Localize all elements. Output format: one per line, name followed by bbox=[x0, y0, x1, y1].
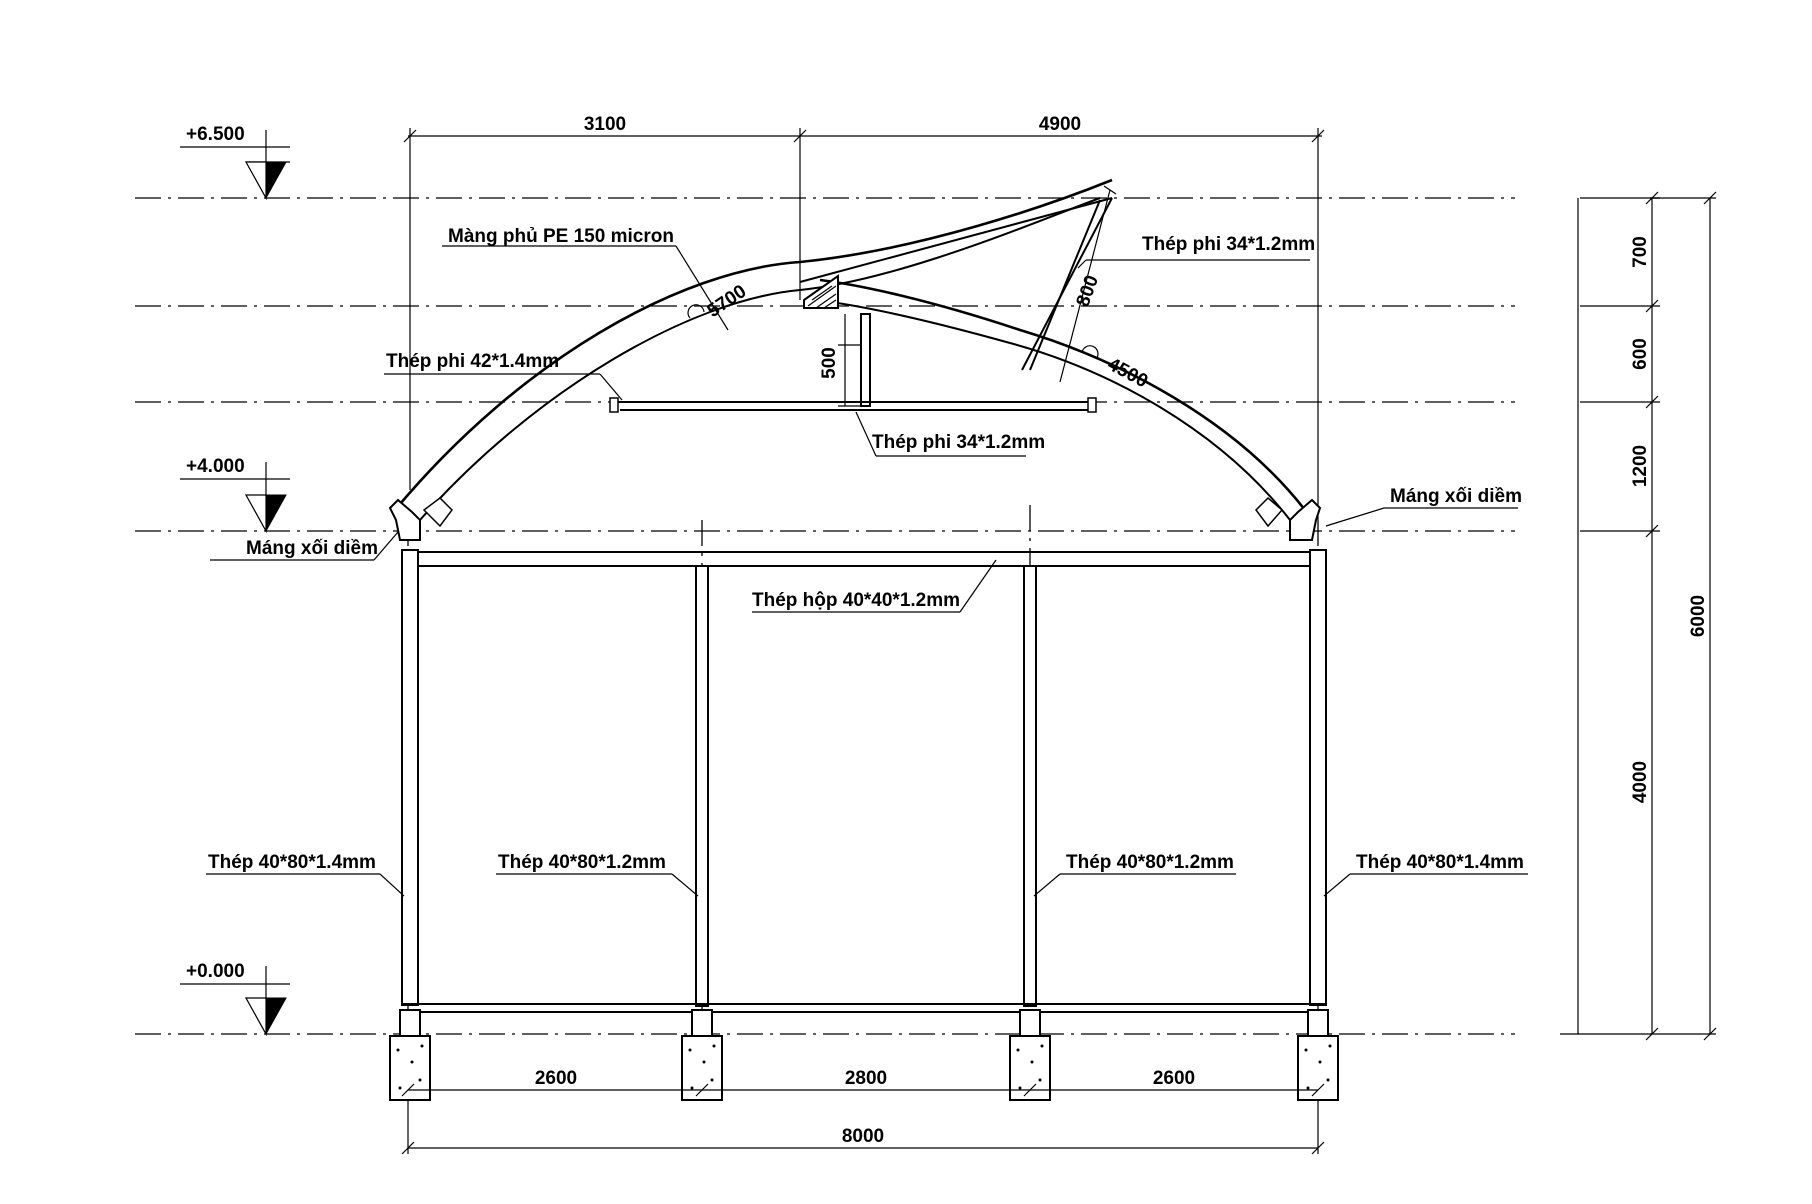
callout-tie-pipe: Thép phi 34*1.2mm bbox=[855, 411, 1045, 457]
dim-right-1200: 1200 bbox=[1630, 445, 1651, 487]
dim-strut-800: 800 bbox=[1073, 273, 1104, 310]
level-top-label: +6.500 bbox=[186, 124, 245, 145]
callout-rafter-pipe: Thép phi 42*1.4mm bbox=[384, 351, 623, 401]
arch-outer-right bbox=[819, 278, 1307, 511]
strut-dim-line bbox=[1059, 189, 1111, 383]
dim-top-3100: 3100 bbox=[584, 114, 626, 135]
label-strut-pipe: Thép phi 34*1.2mm bbox=[1142, 234, 1315, 255]
arch-inner-rafter bbox=[419, 197, 1101, 521]
label-rafter-pipe: Thép phi 42*1.4mm bbox=[386, 351, 559, 372]
dim-right-6000: 6000 bbox=[1688, 595, 1709, 637]
label-col-outer-right: Thép 40*80*1.4mm bbox=[1356, 852, 1524, 873]
dim-right-600: 600 bbox=[1630, 338, 1651, 370]
callout-gutter-right: Máng xối diềm bbox=[1325, 486, 1522, 527]
callout-col-inner-right: Thép 40*80*1.2mm bbox=[1033, 852, 1236, 897]
footing-2 bbox=[681, 1009, 723, 1101]
label-tie-pipe: Thép phi 34*1.2mm bbox=[872, 432, 1045, 453]
strut-pipe-right-b bbox=[1029, 199, 1101, 371]
label-col-inner-right: Thép 40*80*1.2mm bbox=[1066, 852, 1234, 873]
callout-col-inner-left: Thép 40*80*1.2mm bbox=[496, 852, 699, 897]
dim-total-8000: 8000 bbox=[842, 1126, 884, 1147]
top-dimension-chain: 3100 4900 bbox=[403, 114, 1325, 520]
label-gutter-left: Máng xối diềm bbox=[246, 538, 378, 559]
gutter-right bbox=[1255, 496, 1322, 541]
callout-col-outer-left: Thép 40*80*1.4mm bbox=[206, 852, 405, 897]
footing-3 bbox=[1009, 1009, 1051, 1101]
dim-bay-1: 2600 bbox=[535, 1068, 577, 1089]
dim-arc-4500: 4500 bbox=[1104, 354, 1151, 392]
column-inner-left bbox=[695, 565, 709, 1007]
callout-gutter-left: Máng xối diềm bbox=[210, 531, 399, 561]
total-dimension: 8000 bbox=[401, 1100, 1325, 1155]
label-gutter-right: Máng xối diềm bbox=[1390, 486, 1522, 507]
level-eave-label: +4.000 bbox=[186, 456, 245, 477]
right-dimension-chain: 700 600 1200 4000 6000 bbox=[1560, 191, 1717, 1041]
callout-strut-pipe: Thép phi 34*1.2mm bbox=[1077, 234, 1315, 269]
arch-inner-right bbox=[814, 299, 1291, 521]
label-membrane: Màng phủ PE 150 micron bbox=[448, 226, 674, 247]
dim-king-post-500: 500 bbox=[819, 347, 840, 379]
arch-outer-membrane bbox=[394, 178, 1113, 511]
gutter-left bbox=[388, 497, 453, 541]
label-col-inner-left: Thép 40*80*1.2mm bbox=[498, 852, 666, 873]
level-ground-label: +0.000 bbox=[186, 961, 245, 982]
dim-bay-2: 2800 bbox=[845, 1068, 887, 1089]
strut-pipe-right-a bbox=[1021, 197, 1113, 371]
label-col-outer-left: Thép 40*80*1.4mm bbox=[208, 852, 376, 873]
level-marker-eave: +4.000 bbox=[180, 456, 290, 534]
column-outer-right bbox=[1309, 549, 1327, 1006]
level-marker-top: +6.500 bbox=[180, 124, 290, 201]
callout-box-beam: Thép hộp 40*40*1.2mm bbox=[752, 559, 997, 613]
king-post bbox=[860, 313, 871, 407]
footing-1 bbox=[389, 1009, 431, 1101]
bay-dimension-chain: 2600 2800 2600 bbox=[401, 1068, 1325, 1097]
dim-right-4000: 4000 bbox=[1630, 761, 1651, 803]
callout-col-outer-right: Thép 40*80*1.4mm bbox=[1323, 852, 1528, 897]
dim-bay-3: 2600 bbox=[1153, 1068, 1195, 1089]
footing-4 bbox=[1297, 1009, 1339, 1101]
column-outer-left bbox=[401, 549, 419, 1006]
dim-right-700: 700 bbox=[1630, 236, 1651, 268]
strut-pipe-left bbox=[799, 197, 1113, 283]
ridge-block bbox=[803, 274, 839, 309]
label-box-beam: Thép hộp 40*40*1.2mm bbox=[752, 590, 960, 611]
callout-membrane: Màng phủ PE 150 micron bbox=[442, 226, 729, 331]
column-inner-right bbox=[1023, 565, 1037, 1007]
dim-top-4900: 4900 bbox=[1039, 114, 1081, 135]
level-marker-ground: +0.000 bbox=[180, 961, 290, 1037]
